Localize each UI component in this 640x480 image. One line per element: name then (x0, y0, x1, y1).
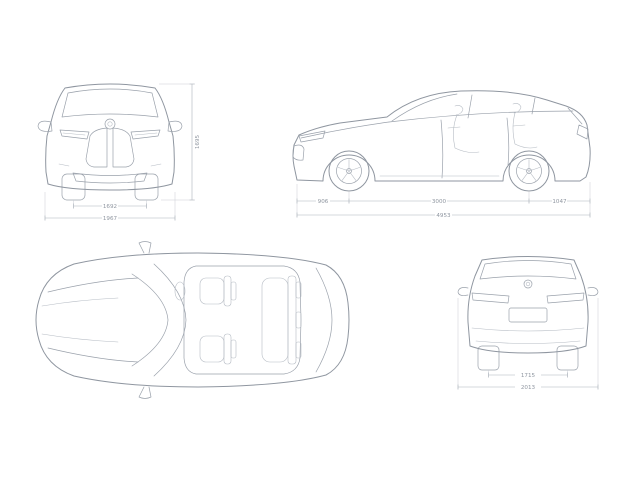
top-view-drawing (35, 241, 350, 399)
side-body (292, 90, 591, 182)
front-headlights (59, 129, 161, 140)
rear-wheels (477, 345, 579, 371)
rear-body (457, 256, 599, 354)
top-body (35, 241, 350, 399)
front-view-drawing: 1692 1967 1695 (37, 83, 201, 222)
front-dimension-width: 1967 (44, 192, 176, 222)
dim-label-front-width: 1967 (103, 216, 118, 222)
front-dimension-track: 1692 (73, 200, 147, 210)
rear-dimension-track: 1715 (488, 370, 568, 379)
side-front-wheel (328, 150, 370, 192)
dim-label-rear-track: 1715 (521, 373, 536, 379)
front-body (37, 83, 183, 191)
dim-label-wheelbase: 3000 (432, 199, 447, 205)
front-dimension-height: 1695 (159, 83, 201, 201)
dim-label-rear-width: 2013 (521, 385, 536, 391)
side-view-drawing: 906 3000 1047 4953 (292, 90, 591, 219)
top-interior (174, 275, 302, 365)
side-seats (453, 103, 538, 153)
dim-label-front-overhang: 906 (318, 199, 329, 205)
dim-label-rear-overhang: 1047 (552, 199, 567, 205)
side-dimension-length: 4953 (296, 212, 591, 219)
dim-label-overall-length: 4953 (436, 213, 451, 219)
dim-label-front-track: 1692 (103, 204, 117, 210)
side-rear-wheel (508, 150, 550, 192)
front-grille (85, 118, 135, 168)
rear-dimension-width: 2013 (457, 298, 599, 391)
rear-view-drawing: 1715 2013 (457, 256, 599, 391)
front-wheels (61, 173, 159, 201)
side-dimension-overhangs-wheelbase: 906 3000 1047 (296, 182, 591, 218)
dim-label-front-height: 1695 (195, 134, 201, 149)
front-bumper (58, 163, 162, 184)
